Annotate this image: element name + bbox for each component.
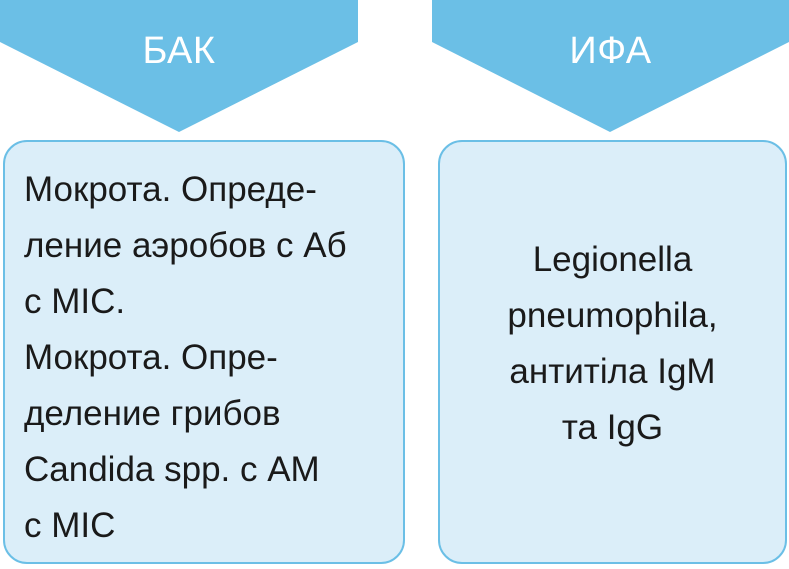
ifa-text-line: антитіла IgM [509,352,716,391]
ifa-text-line: та IgG [561,408,664,447]
bak-text-line: Candida spp. с АМ [24,450,320,489]
bak-content-box: Мокрота. Опреде- ление аэробов с Аб с MI… [3,140,405,564]
bak-text-line: с MIC [24,506,116,545]
ifa-header-arrow: ИФА [432,0,789,132]
bak-header-arrow: БАК [0,0,358,132]
bak-text-line: с MIC. [24,282,126,321]
bak-header-label: БАК [142,30,216,72]
bak-text-line: Мокрота. Опре- [24,338,278,377]
bak-text-line: деление грибов [24,394,281,433]
chevron-down-shape [0,0,358,132]
ifa-text-line: pneumophila, [507,296,718,335]
bak-text-line: ление аэробов с Аб [24,226,347,265]
ifa-content-box: Legionella pneumophila, антитіла IgM та … [438,140,787,564]
chevron-down-shape [432,0,789,132]
bak-text-line: Мокрота. Опреде- [24,170,317,209]
ifa-text-line: Legionella [532,240,693,279]
ifa-header-label: ИФА [569,30,652,72]
